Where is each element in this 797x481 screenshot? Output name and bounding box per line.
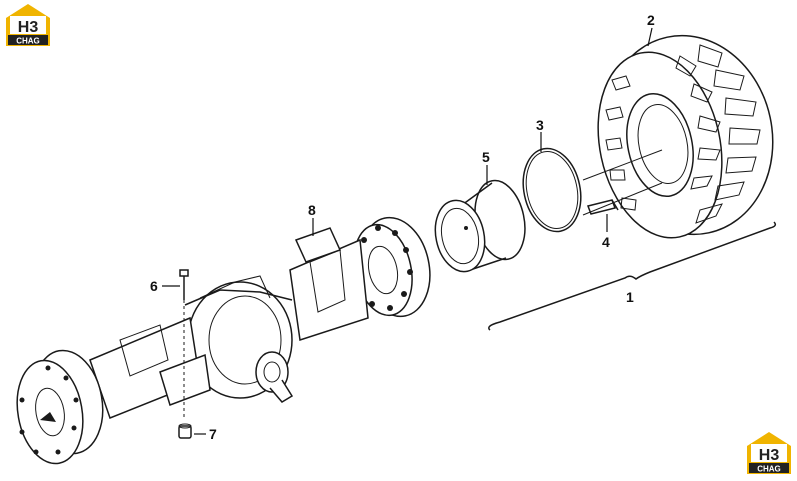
callout-6: 6 [150, 278, 158, 294]
input-flange [255, 351, 294, 403]
axle-housing [89, 227, 369, 419]
bolt-part-6 [179, 269, 189, 420]
rim-part-5 [434, 179, 526, 273]
brand-logo-bottom-right: H3 CHAG [745, 430, 793, 478]
callout-5: 5 [482, 149, 490, 165]
o-ring-inner [525, 150, 579, 230]
assembly-line [582, 182, 663, 216]
callout-7: 7 [209, 426, 217, 442]
callout-4: 4 [602, 234, 610, 250]
h3-chag-logo-icon: H3 CHAG [747, 432, 791, 474]
callout-1: 1 [626, 289, 634, 305]
left-wheel-end [16, 349, 104, 465]
logo-top-text: H3 [18, 19, 39, 36]
nut-part-7 [178, 423, 192, 439]
assembly-line [582, 149, 663, 181]
h3-chag-logo-icon: H3 CHAG [6, 4, 50, 46]
logo-bottom-panel [8, 35, 48, 45]
callout-2: 2 [647, 12, 655, 28]
callout-3: 3 [536, 117, 544, 133]
tire-part-2 [597, 34, 774, 239]
wheel-hub [353, 216, 431, 318]
brand-logo-top-left: H3 CHAG [4, 2, 52, 50]
logo-bottom-text: CHAG [16, 37, 40, 46]
logo-bottom-panel [749, 463, 789, 473]
o-ring-part-3 [522, 147, 582, 233]
logo-top-panel [10, 16, 46, 34]
tire-tread [605, 44, 761, 224]
logo-top-text: H3 [759, 447, 780, 464]
logo-bottom-text: CHAG [757, 465, 781, 474]
logo-top-panel [751, 444, 787, 462]
callout-8: 8 [308, 202, 316, 218]
assembly-bracket-part-1 [488, 221, 777, 331]
leader-line-2 [647, 27, 653, 47]
